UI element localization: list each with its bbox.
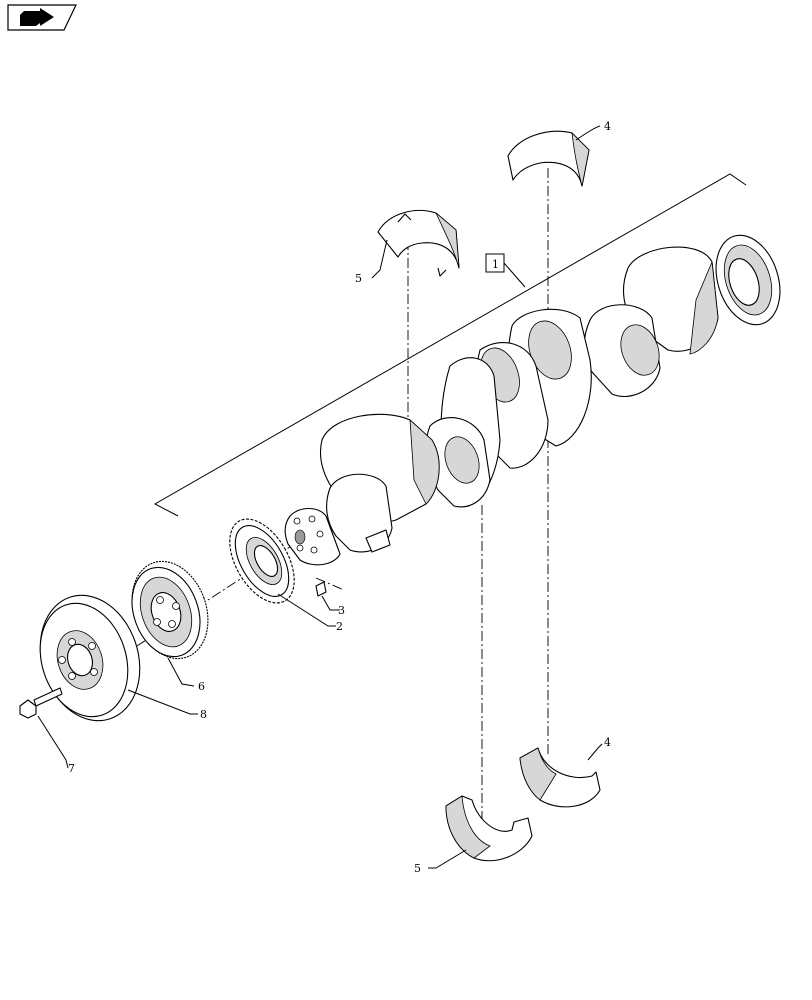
crankshaft — [284, 234, 781, 566]
callout-box-1 — [485, 253, 526, 288]
callout-5-lower: 5 — [414, 862, 421, 875]
pulley-bolt — [19, 687, 63, 719]
main-bearing-shell-lower — [519, 747, 601, 808]
main-bearing-shell-upper — [507, 130, 590, 187]
crankshaft-pulley — [39, 594, 141, 722]
callout-3: 3 — [338, 604, 345, 617]
thrust-bearing-shell-lower — [445, 795, 533, 862]
callout-1: 1 — [492, 258, 499, 271]
center-lines — [71, 168, 549, 840]
callout-4-upper: 4 — [604, 120, 611, 133]
callout-7: 7 — [68, 762, 75, 775]
callout-2: 2 — [336, 620, 343, 633]
callout-5-upper: 5 — [355, 272, 362, 285]
thrust-bearing-shell-upper — [377, 209, 460, 277]
vibration-damper-hub — [131, 560, 209, 660]
assembly-bracket — [153, 173, 747, 517]
forward-arrow-icon[interactable] — [7, 4, 77, 31]
callout-8: 8 — [200, 708, 207, 721]
leader-lines — [37, 125, 603, 869]
callout-4-lower: 4 — [604, 736, 611, 749]
callout-6: 6 — [198, 680, 205, 693]
woodruff-key — [315, 581, 327, 597]
crankshaft-gear — [229, 518, 295, 604]
